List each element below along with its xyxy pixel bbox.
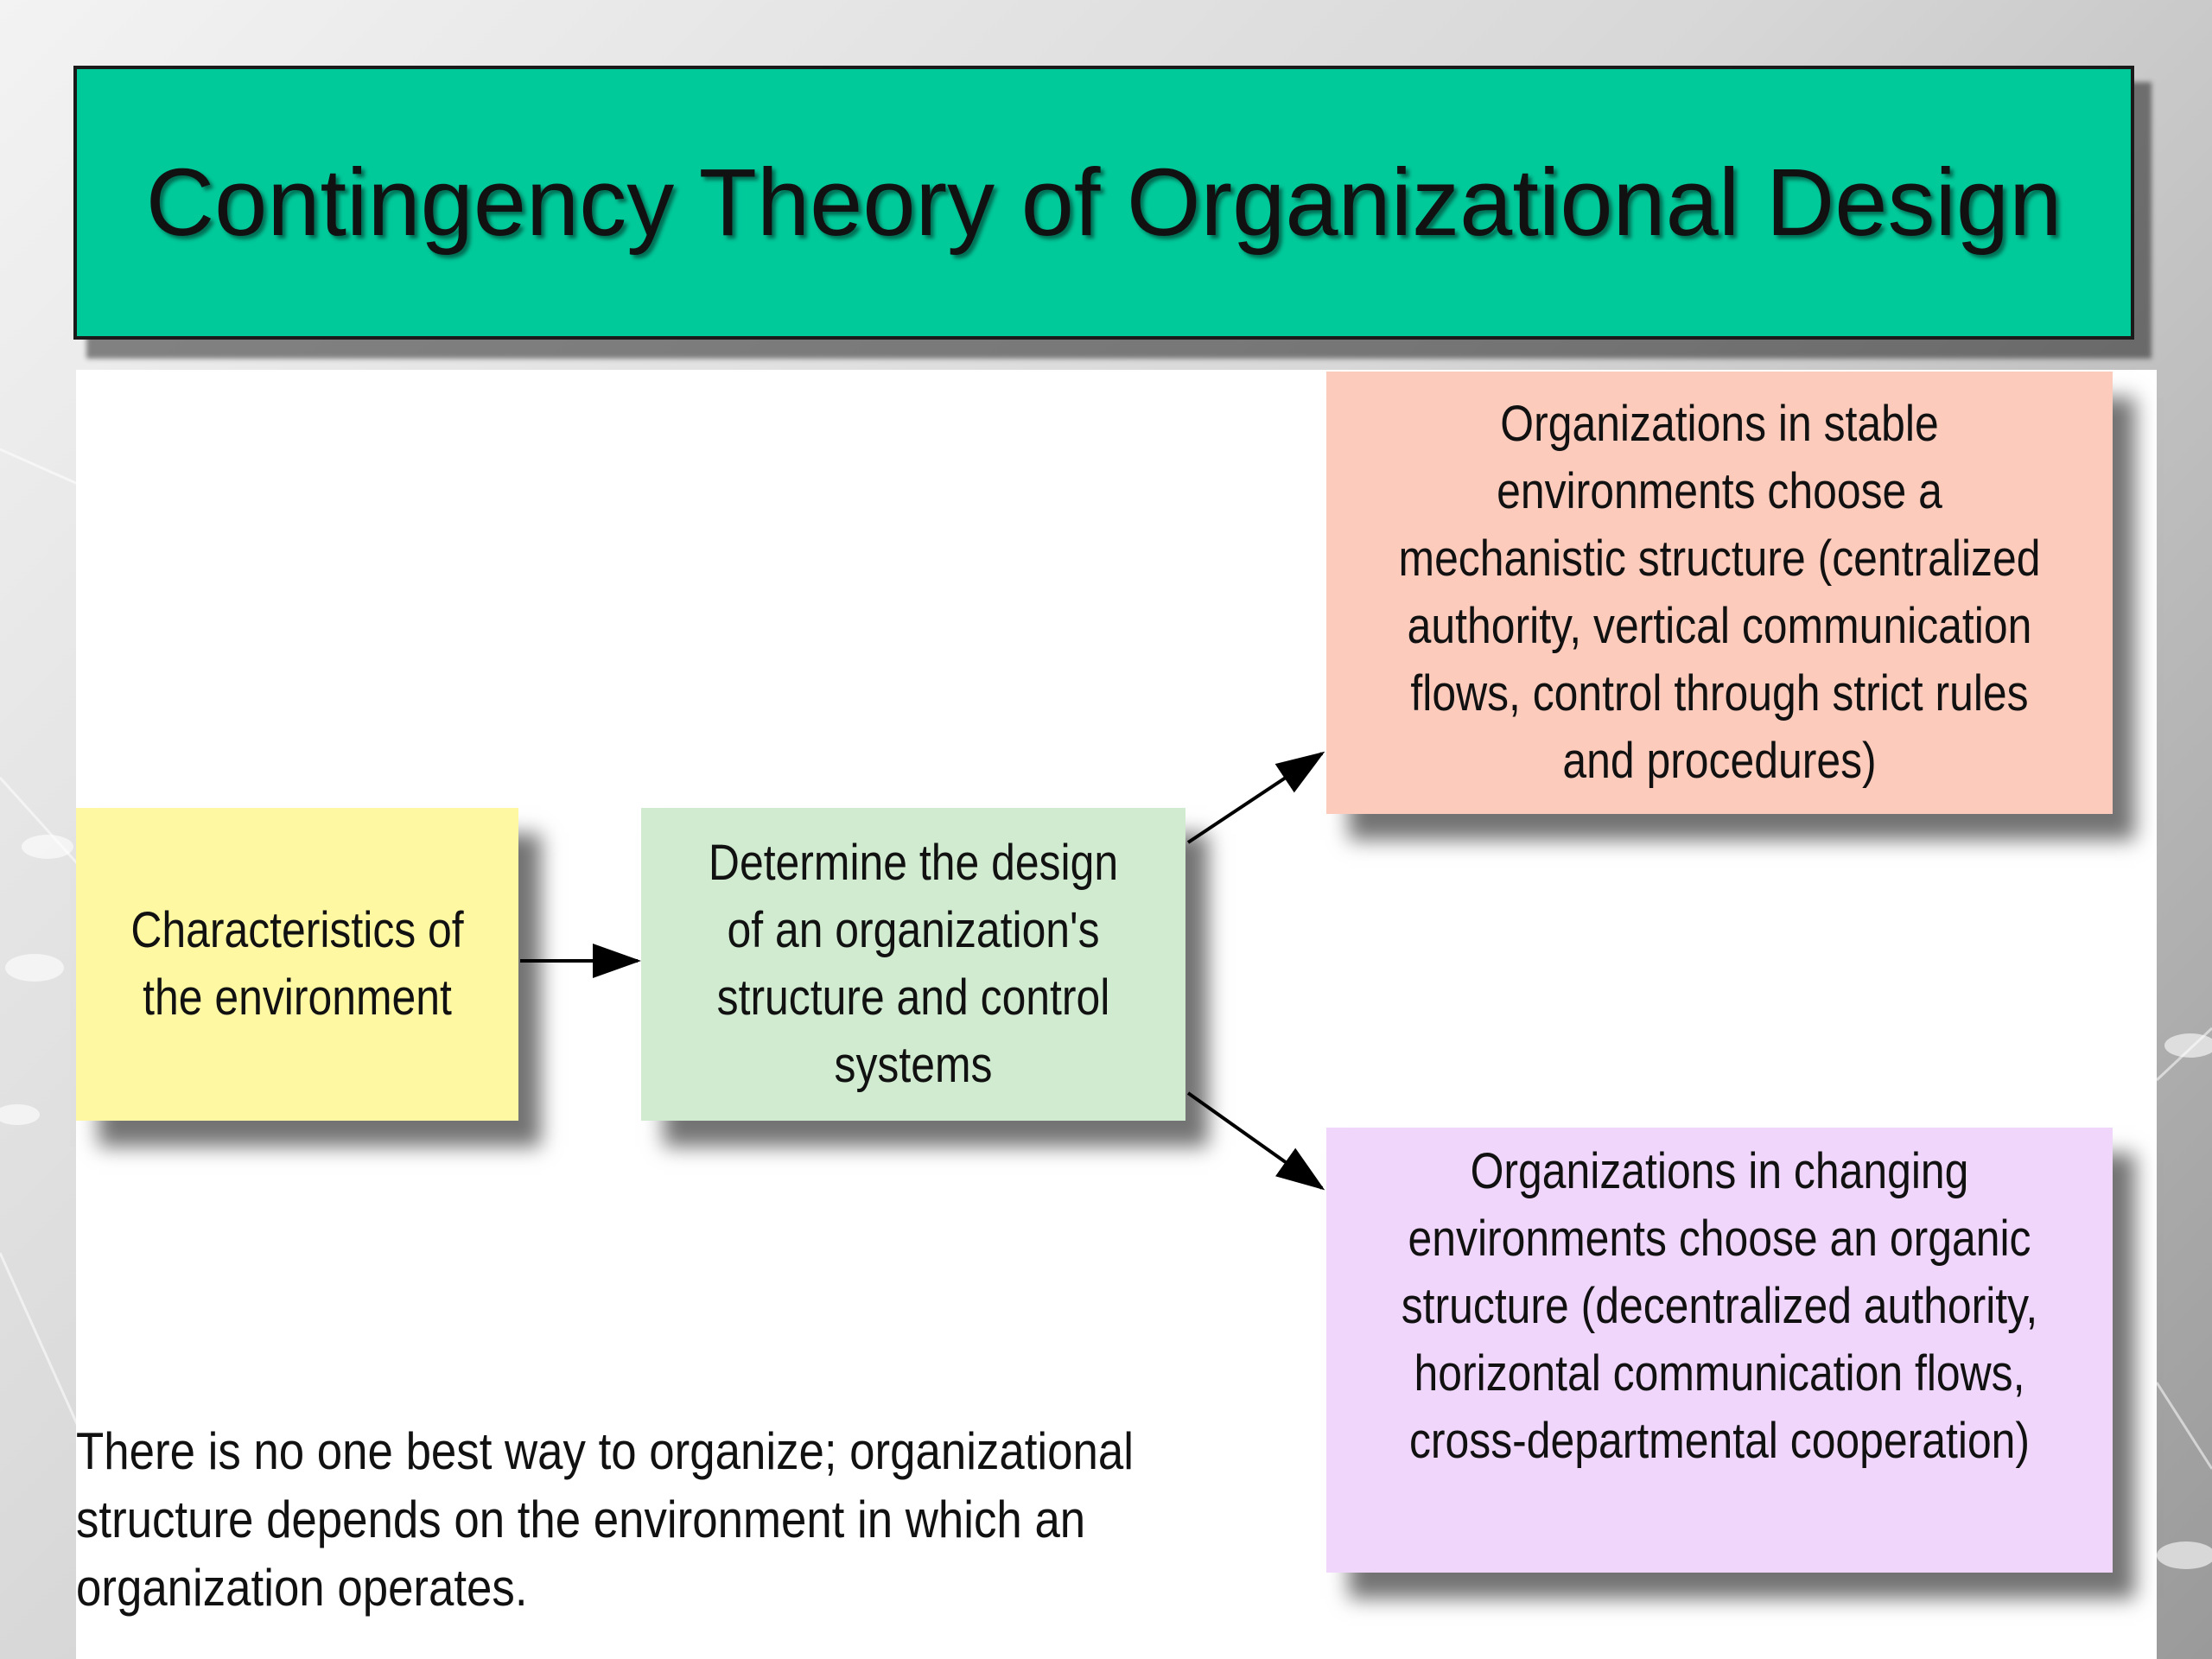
- slide-title: Contingency Theory of Organizational Des…: [145, 149, 2063, 256]
- design-box: Determine the design of an organization'…: [641, 808, 1185, 1121]
- arrow-design-to-changing: [1186, 1091, 1325, 1191]
- environment-box: Characteristics of the environment: [76, 808, 518, 1121]
- design-label: Determine the design of an organization'…: [708, 835, 1119, 1093]
- arrow-design-to-stable: [1186, 751, 1325, 844]
- title-banner: Contingency Theory of Organizational Des…: [73, 66, 2134, 340]
- stable-environment-label: Organizations in stable environments cho…: [1398, 396, 2041, 789]
- stable-environment-box: Organizations in stable environments cho…: [1326, 372, 2113, 814]
- environment-label: Characteristics of the environment: [130, 902, 464, 1026]
- footnote-text: There is no one best way to organize; or…: [76, 1422, 1134, 1617]
- changing-environment-box: Organizations in changing environments c…: [1326, 1128, 2113, 1573]
- changing-environment-label: Organizations in changing environments c…: [1401, 1143, 2038, 1469]
